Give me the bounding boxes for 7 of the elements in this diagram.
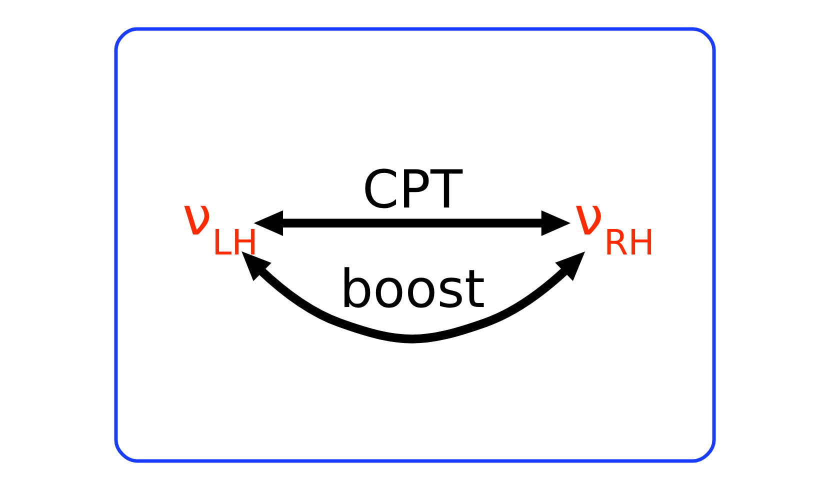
cluster [114, 27, 716, 463]
arrow [242, 251, 586, 344]
node-text: ν$_{RH}$ [574, 186, 654, 264]
edge-label: boost [340, 259, 486, 320]
edge-label: CPT [362, 159, 463, 220]
arrow [254, 210, 571, 236]
node-text: ν$_{LH}$ [182, 186, 258, 264]
